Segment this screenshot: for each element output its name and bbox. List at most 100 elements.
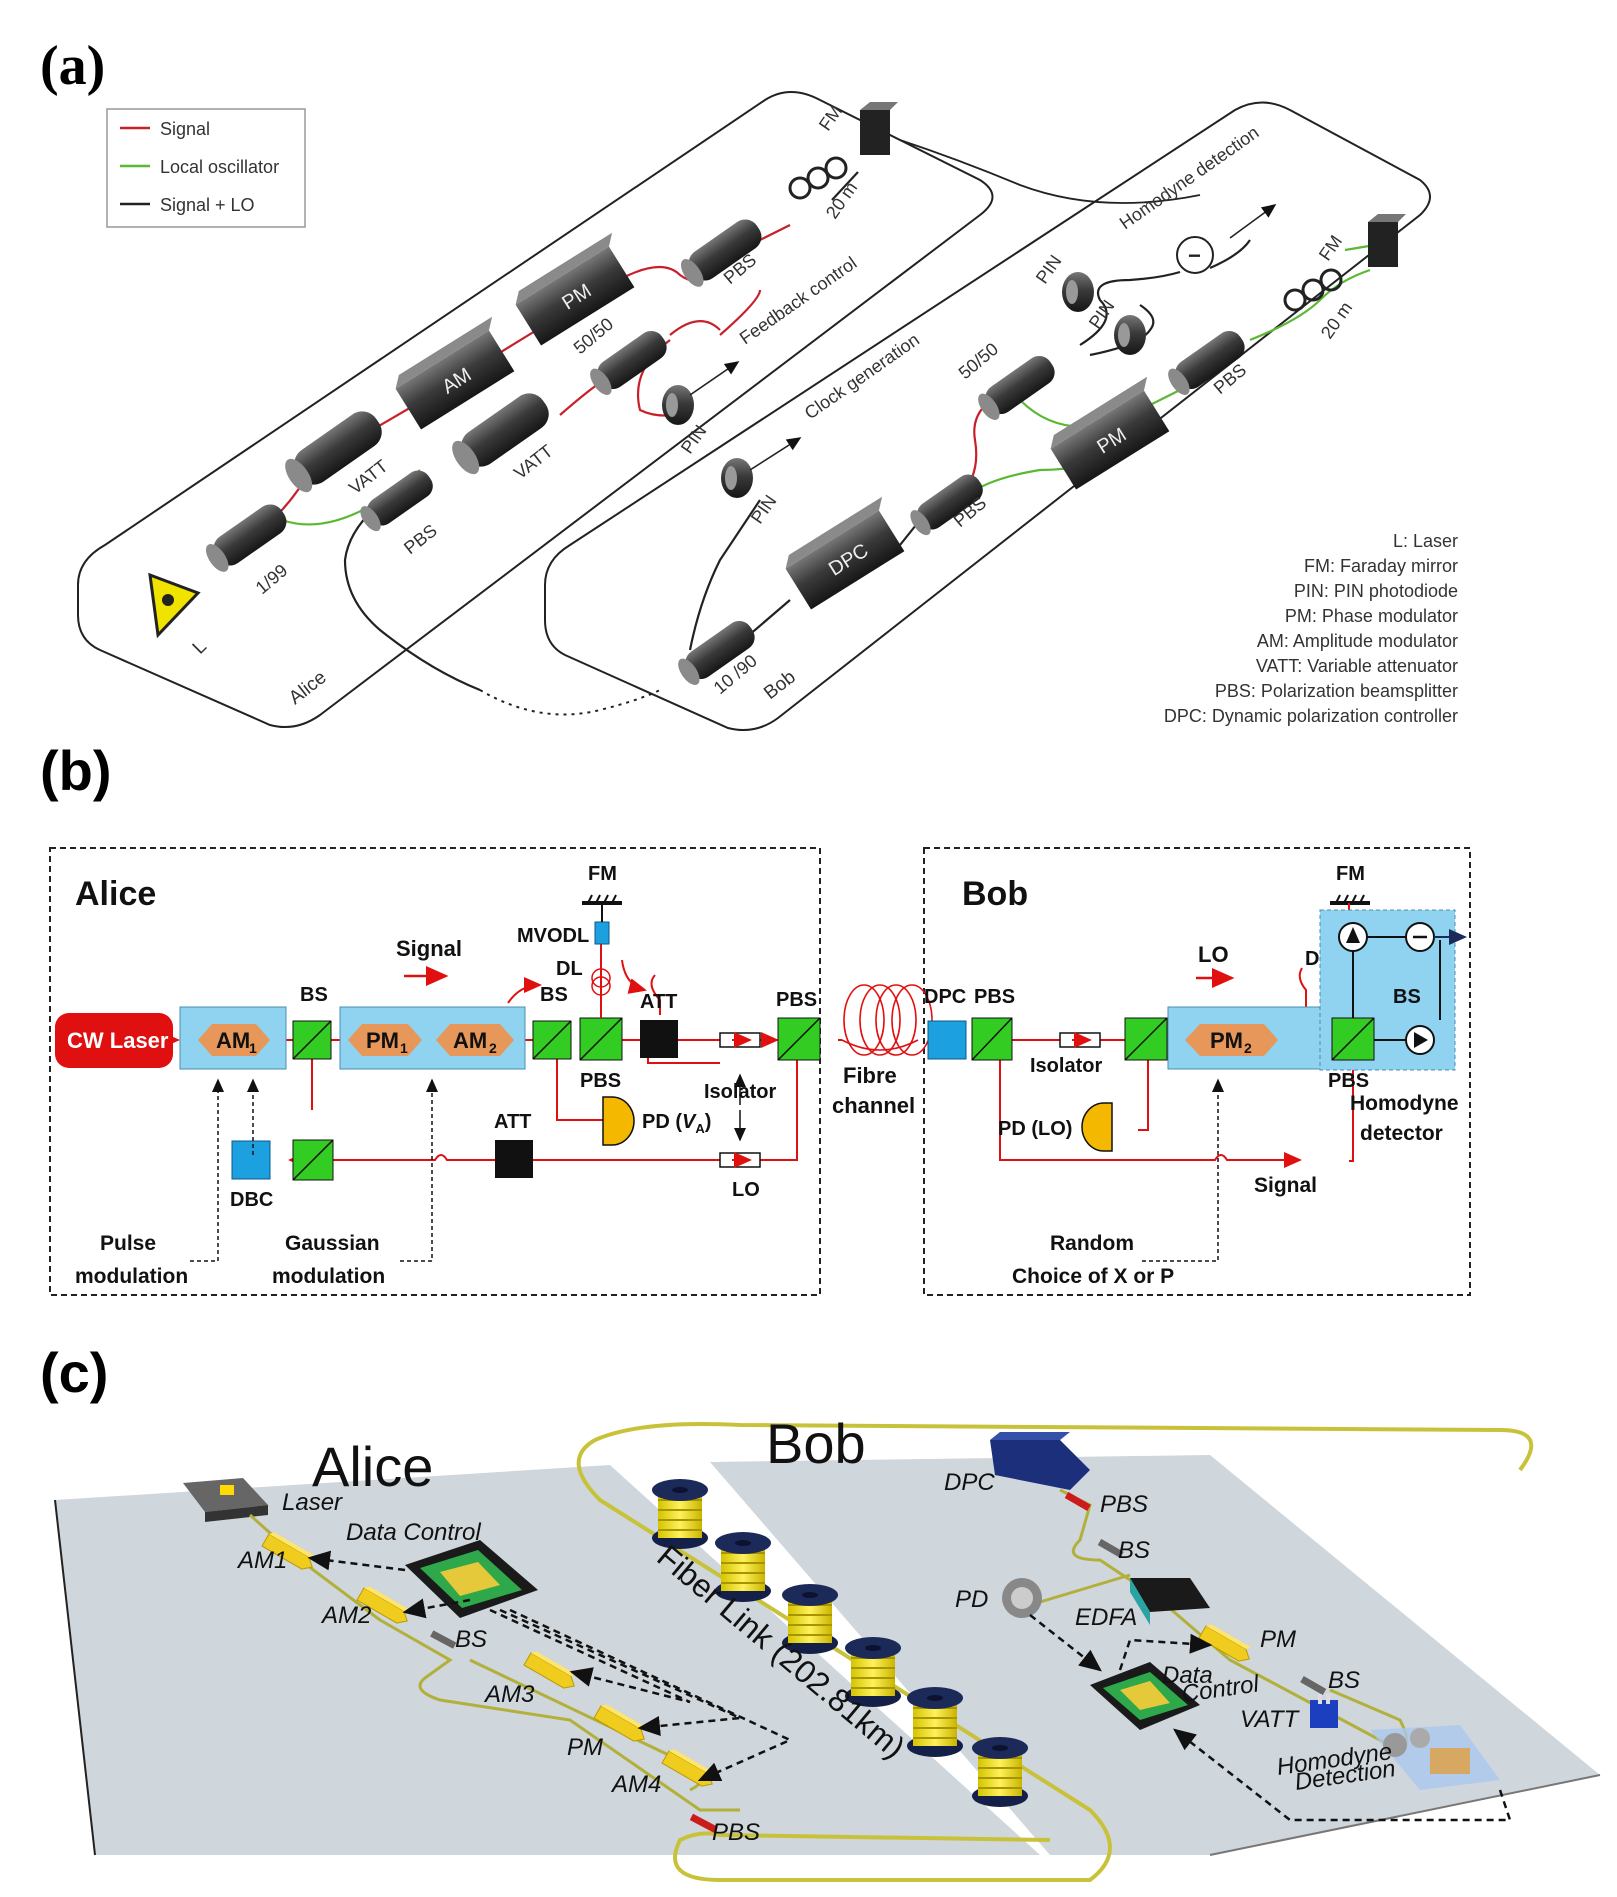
homodyne-label-1: Homodyne xyxy=(1350,1092,1459,1115)
fiber-loop xyxy=(576,1422,1534,1882)
label-alice-board: Alice xyxy=(285,667,330,709)
dbc-label: DBC xyxy=(230,1189,273,1211)
am1-sub: 1 xyxy=(249,1040,257,1056)
bs2-bob-c xyxy=(1300,1676,1327,1696)
glossary-item: FM: Faraday mirror xyxy=(1304,556,1458,576)
cw-laser: CW Laser xyxy=(55,1013,173,1068)
fm-alice-mirror xyxy=(582,894,622,905)
label-bob-board: Bob xyxy=(760,667,800,704)
pm2-sub: 2 xyxy=(1244,1040,1252,1056)
bs-bob-label: BS xyxy=(1393,986,1421,1008)
pm-bob-label-c: PM xyxy=(1260,1626,1296,1653)
pd-va-detector xyxy=(602,1096,635,1146)
random-label-2: Choice of X or P xyxy=(1012,1265,1174,1288)
pm2-modulator: PM 2 xyxy=(1185,1024,1278,1056)
dl-arrow-in-alice xyxy=(507,977,542,1004)
label-vatt2: VATT xyxy=(510,441,556,483)
pm2-label: PM xyxy=(1210,1028,1243,1053)
bob-frame-b xyxy=(923,847,1471,1296)
pm-label-c: PM xyxy=(567,1734,603,1761)
signal-label-alice: Signal xyxy=(396,936,462,961)
bob-control-lines xyxy=(1029,1614,1512,1822)
photodiode-bottom xyxy=(1405,1025,1435,1055)
glossary-item: VATT: Variable attenuator xyxy=(1256,656,1458,676)
fm-alice-box xyxy=(860,102,898,155)
am2-modulator: AM 2 xyxy=(436,1024,514,1056)
label-laser: L xyxy=(189,636,211,658)
lo-isolator-alice xyxy=(719,1152,761,1168)
pbs1-alice xyxy=(579,1017,623,1061)
am-block: AM xyxy=(390,316,523,430)
pbs-label-c: PBS xyxy=(712,1819,760,1846)
bs-label-c: BS xyxy=(455,1626,487,1653)
dpc-block: DPC xyxy=(780,496,913,610)
label-minus: − xyxy=(1188,243,1201,268)
signal-bob-label: Signal xyxy=(1254,1174,1317,1197)
laser-label-c: Laser xyxy=(282,1489,343,1516)
label-fiber-bob: 20 m xyxy=(1317,298,1356,342)
fibre-channel-coil xyxy=(841,984,933,1056)
laser-box-c xyxy=(183,1478,268,1522)
label-fm-alice: FM xyxy=(815,102,846,135)
dl-coil-alice xyxy=(591,968,611,996)
bob-board-outline xyxy=(544,101,1431,731)
glossary-item: PBS: Polarization beamsplitter xyxy=(1215,681,1458,701)
gauss-mod-label-1: Gaussian xyxy=(285,1232,380,1255)
vatt-label-c: VATT xyxy=(1240,1706,1301,1733)
am1-label-c: AM1 xyxy=(236,1547,287,1574)
bs1-bob-c xyxy=(1097,1538,1124,1558)
bs-bob-mid xyxy=(1124,1017,1168,1061)
alice-labels-c: Laser Data Control AM1 AM2 BS AM3 PM AM4… xyxy=(236,1489,760,1846)
legend-signal-lo: Signal + LO xyxy=(160,195,255,215)
bs1-bob-label-c: BS xyxy=(1118,1537,1150,1564)
fibre-label-2: channel xyxy=(832,1093,915,1118)
am2-sub: 2 xyxy=(489,1040,497,1056)
fiber-coil-alice xyxy=(788,156,848,200)
homodyne-wiring xyxy=(1350,936,1441,1041)
pbs2-bob-label: PBS xyxy=(1328,1070,1369,1092)
dpc-label-b: DPC xyxy=(924,986,966,1008)
pin-bob1-photodiode xyxy=(1062,272,1094,312)
panel-a-bob-arrow xyxy=(1229,204,1277,239)
homodyne-detection-c xyxy=(1370,1725,1500,1790)
bob-table xyxy=(710,1455,1600,1855)
panel-label-b: (b) xyxy=(40,739,112,802)
dpc-block-b xyxy=(927,1020,967,1060)
glossary-item: L: Laser xyxy=(1393,531,1458,551)
am1-label: AM xyxy=(216,1028,250,1053)
pm-alice-block: PM xyxy=(510,232,643,346)
isolator-bob-label: Isolator xyxy=(1030,1055,1102,1077)
pin-clock-photodiode xyxy=(721,458,753,498)
lo-bob-label: LO xyxy=(1198,942,1229,967)
bs1 xyxy=(292,1020,332,1060)
bs2-bob-label-c: BS xyxy=(1328,1667,1360,1694)
alice-frame-b xyxy=(49,847,821,1296)
att2-label: ATT xyxy=(494,1111,531,1133)
pd-lo-detector xyxy=(1081,1102,1113,1152)
pm1-label: PM xyxy=(366,1028,399,1053)
bs-homodyne xyxy=(1331,1017,1375,1061)
alice-title-c: Alice xyxy=(312,1435,433,1498)
glossary-item: PM: Phase modulator xyxy=(1285,606,1458,626)
isolator-alice xyxy=(719,1032,761,1048)
att1-block xyxy=(640,1020,678,1058)
am2-label-c: AM2 xyxy=(320,1602,371,1629)
pm-bob-block: PM xyxy=(1045,376,1178,490)
data-control-board-bob xyxy=(1090,1662,1200,1730)
label-fiber-alice: 20 m xyxy=(822,178,861,222)
data-control-label-alice: Data Control xyxy=(346,1519,481,1546)
att2-block xyxy=(495,1140,533,1178)
isolator-bob xyxy=(1059,1032,1101,1048)
dpc-box-c xyxy=(990,1432,1090,1490)
inter-board-fibre xyxy=(479,689,661,716)
alice-fiber-path xyxy=(248,1513,740,1812)
am3-label-c: AM3 xyxy=(483,1681,535,1708)
pbs1-bob-label: PBS xyxy=(974,986,1015,1008)
laser-warning-icon xyxy=(148,572,201,639)
fm-bob-label-b: FM xyxy=(1336,863,1365,885)
cw-laser-label: CW Laser xyxy=(67,1028,169,1053)
pd-bob-c xyxy=(1002,1578,1042,1618)
label-coupler-alice: 1/99 xyxy=(252,560,292,598)
bs-lower-alice xyxy=(292,1139,334,1181)
